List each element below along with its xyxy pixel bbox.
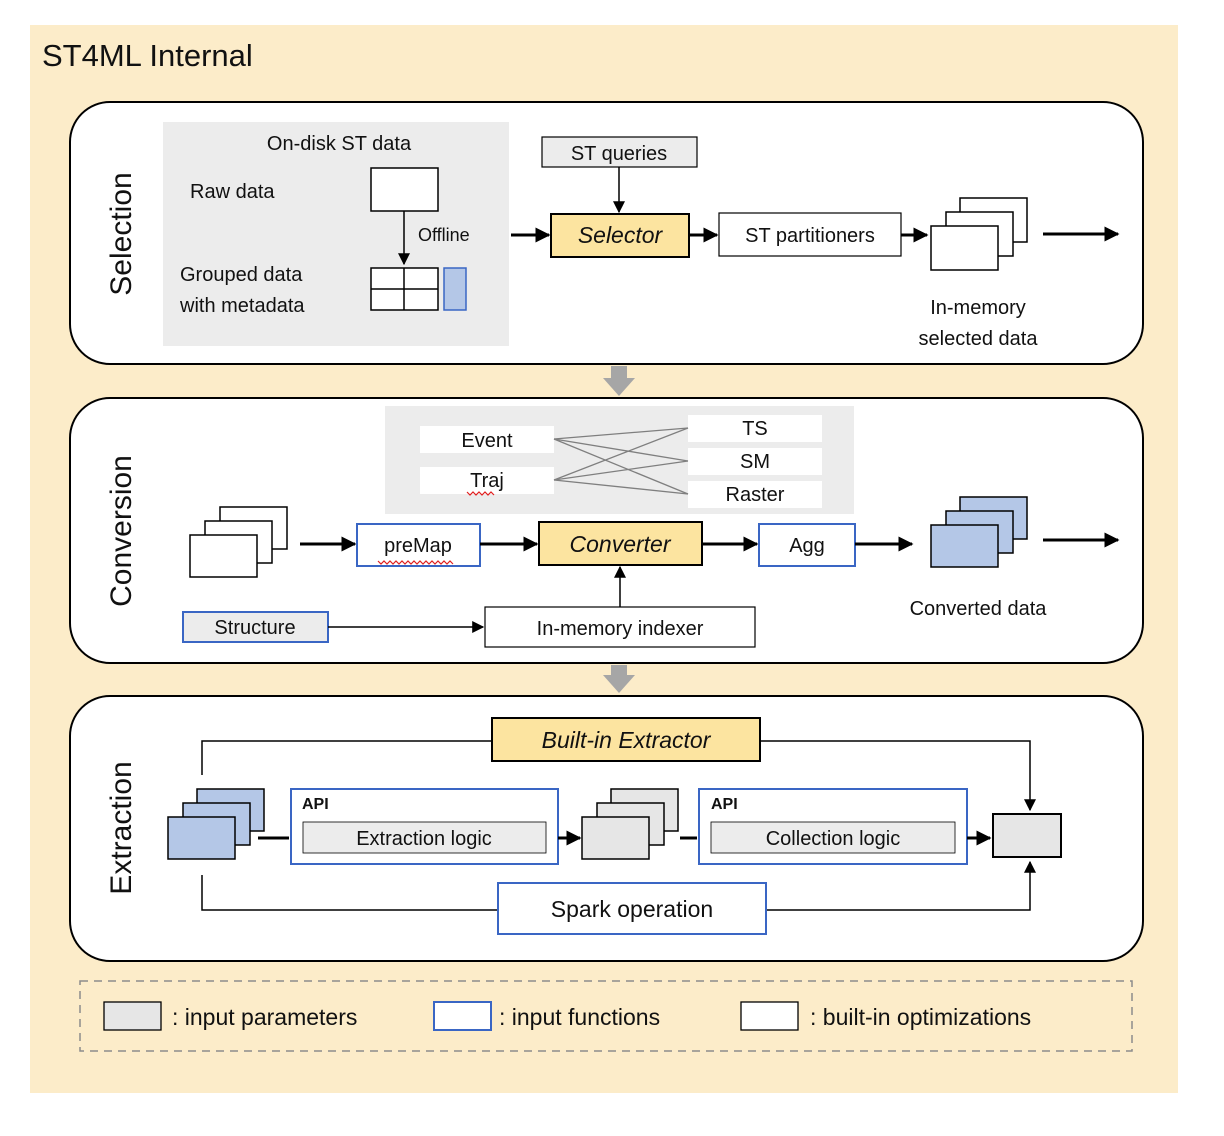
raw-data-box: [370, 167, 439, 212]
intermediate-stack: [581, 788, 679, 860]
premap-label: preMap: [384, 535, 452, 557]
legend-builtin-optimizations-label: : built-in optimizations: [810, 1004, 1031, 1030]
grouped-data-label-2: with metadata: [179, 295, 305, 317]
offline-label: Offline: [418, 225, 470, 245]
converted-data-stack: [930, 496, 1028, 568]
st-partitioners-box: [718, 212, 902, 257]
converted-data-label: Converted data: [910, 598, 1048, 620]
agg-label: Agg: [789, 535, 825, 557]
st-queries-label: ST queries: [571, 143, 667, 165]
indexer-label: In-memory indexer: [537, 618, 704, 640]
legend-builtin-optimizations-swatch: [740, 1001, 799, 1031]
spark-operation-label: Spark operation: [551, 896, 713, 922]
event-label: Event: [461, 430, 513, 452]
structure-box: [182, 611, 329, 643]
selected-data-stack: [930, 197, 1028, 271]
extraction-result-box: [992, 813, 1062, 858]
extraction-stage-label: Extraction: [105, 761, 138, 894]
raster-box: [688, 481, 822, 508]
selected-data-label-2: selected data: [919, 328, 1039, 350]
sm-box: [688, 448, 822, 475]
stage-arrow-1: [603, 366, 635, 396]
sm-label: SM: [740, 451, 770, 473]
extraction-logic-box: [302, 821, 547, 854]
legend: : input parameters : input functions : b…: [79, 980, 1133, 1052]
builtin-extractor-label: Built-in Extractor: [542, 727, 712, 753]
event-box: [420, 426, 554, 453]
raw-data-label: Raw data: [190, 181, 275, 203]
collection-logic-label: Collection logic: [766, 828, 901, 850]
extraction-logic-label: Extraction logic: [356, 828, 492, 850]
on-disk-panel-title: On-disk ST data: [267, 133, 412, 155]
traj-box: [420, 467, 554, 494]
legend-frame: [79, 980, 1133, 1052]
conversion-stage-label: Conversion: [105, 455, 138, 607]
indexer-box: [484, 606, 756, 648]
legend-input-parameters-swatch: [103, 1001, 162, 1031]
api2-label: API: [711, 796, 738, 813]
diagram-title: ST4ML Internal: [42, 38, 253, 73]
ts-label: TS: [742, 418, 768, 440]
st-queries-box: [541, 136, 698, 168]
legend-input-functions-label: : input functions: [499, 1004, 660, 1030]
extraction-stage: Extraction Built-in Extractor Spark oper…: [69, 695, 1144, 962]
converter-box: [538, 521, 703, 566]
selection-stage-label: Selection: [105, 172, 138, 295]
traj-label: Traj: [470, 470, 504, 492]
conversion-input-stack: [189, 506, 288, 578]
selected-data-label-1: In-memory: [930, 297, 1026, 319]
metadata-block: [443, 267, 467, 311]
st-partitioners-label: ST partitioners: [745, 225, 875, 247]
type-mapping-lines: [553, 427, 689, 495]
api1-label: API: [302, 796, 329, 813]
premap-spellcheck-underline: [377, 560, 454, 565]
builtin-extractor-box: [491, 717, 761, 762]
stage-arrow-2: [603, 665, 635, 693]
conversion-stage: Conversion Event Traj TS SM Raster: [69, 397, 1144, 664]
selection-stage: Selection On-disk ST data Raw data Offli…: [69, 101, 1144, 365]
ts-box: [688, 415, 822, 442]
grouped-data-label-1: Grouped data: [180, 264, 303, 286]
agg-box: [758, 523, 856, 567]
extraction-input-stack: [167, 788, 265, 860]
legend-input-functions-swatch: [433, 1001, 492, 1031]
traj-spellcheck-underline: [466, 491, 495, 496]
legend-input-parameters-label: : input parameters: [172, 1004, 357, 1030]
grouped-data-grid: [370, 267, 439, 311]
structure-label: Structure: [214, 617, 295, 639]
selector-label: Selector: [578, 222, 664, 248]
spark-operation-box: [497, 882, 767, 935]
collection-logic-box: [710, 821, 956, 854]
raster-label: Raster: [726, 484, 785, 506]
converter-label: Converter: [570, 531, 672, 557]
